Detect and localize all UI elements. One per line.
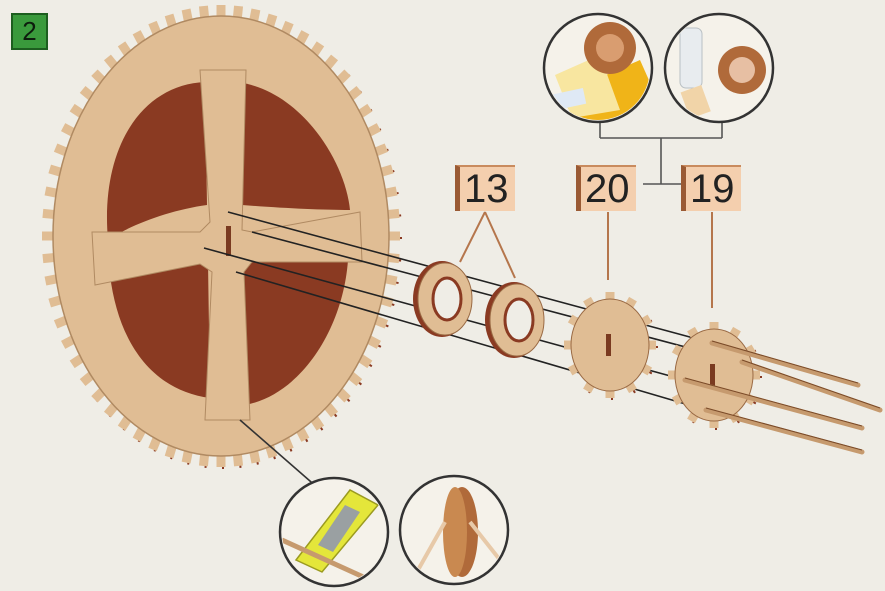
spacer-ring-2	[485, 282, 544, 358]
detail-circle-dowel-insert	[400, 476, 508, 584]
spacer-ring-1	[413, 261, 472, 337]
large-gear-hub-slot	[226, 226, 231, 256]
detail-circle-sanding-tool	[280, 478, 388, 586]
part-label-spacers: 13	[455, 165, 515, 211]
step-number-badge: 2	[11, 13, 48, 50]
detail-circle-glue-and-gear	[665, 14, 773, 122]
small-gear-20	[564, 292, 658, 400]
detail-circle-gear-on-paper	[544, 14, 660, 128]
part-label-gear-20: 20	[576, 165, 636, 211]
part-label-gear-19: 19	[681, 165, 741, 211]
large-wheel-gear	[42, 5, 402, 469]
